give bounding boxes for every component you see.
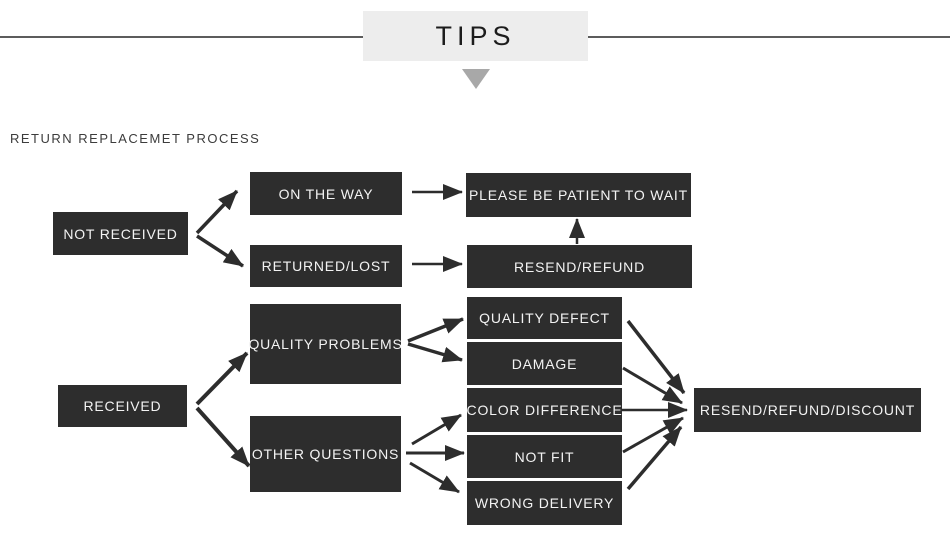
node-received: RECEIVED [58, 385, 187, 427]
arrow-quality-defect-to-discount [626, 319, 686, 395]
node-quality-defect: QUALITY DEFECT [467, 297, 622, 339]
triangle-down-icon [462, 69, 490, 89]
node-on-the-way: ON THE WAY [250, 172, 402, 215]
arrow-received-to-other-questions [195, 406, 251, 468]
node-damage: DAMAGE [467, 342, 622, 385]
arrow-not-fit-to-discount [622, 416, 684, 454]
arrow-received-to-quality-problems [195, 351, 249, 406]
node-wrong-delivery: WRONG DELIVERY [467, 481, 622, 525]
node-resend-refund: RESEND/REFUND [467, 245, 692, 288]
node-quality-problems: QUALITY PROBLEMS [248, 304, 402, 384]
node-not-fit: NOT FIT [467, 435, 622, 478]
node-resend-refund-discount: RESEND/REFUND/DISCOUNT [694, 388, 921, 432]
tips-header: TIPS [363, 11, 588, 61]
arrow-not-received-to-returned-lost [196, 234, 244, 268]
section-title: RETURN REPLACEMET PROCESS [10, 131, 261, 146]
node-please-be-patient-to-wait: PLEASE BE PATIENT TO WAIT [466, 173, 691, 217]
arrow-damage-to-discount [622, 366, 683, 405]
node-returned-lost: RETURNED/LOST [250, 245, 402, 287]
arrow-not-received-to-on-the-way [195, 189, 239, 235]
node-other-questions: OTHER QUESTIONS [250, 416, 401, 492]
arrow-other-questions-to-color-difference [411, 413, 462, 446]
arrow-wrong-delivery-to-discount [626, 425, 683, 491]
arrow-other-questions-to-wrong-delivery [409, 461, 460, 494]
arrow-quality-problems-to-damage [407, 342, 463, 363]
arrow-quality-problems-to-quality-defect [407, 317, 464, 343]
node-color-difference: COLOR DIFFERENCE [467, 388, 622, 432]
node-not-received: NOT RECEIVED [53, 212, 188, 255]
tips-header-label: TIPS [435, 20, 516, 51]
